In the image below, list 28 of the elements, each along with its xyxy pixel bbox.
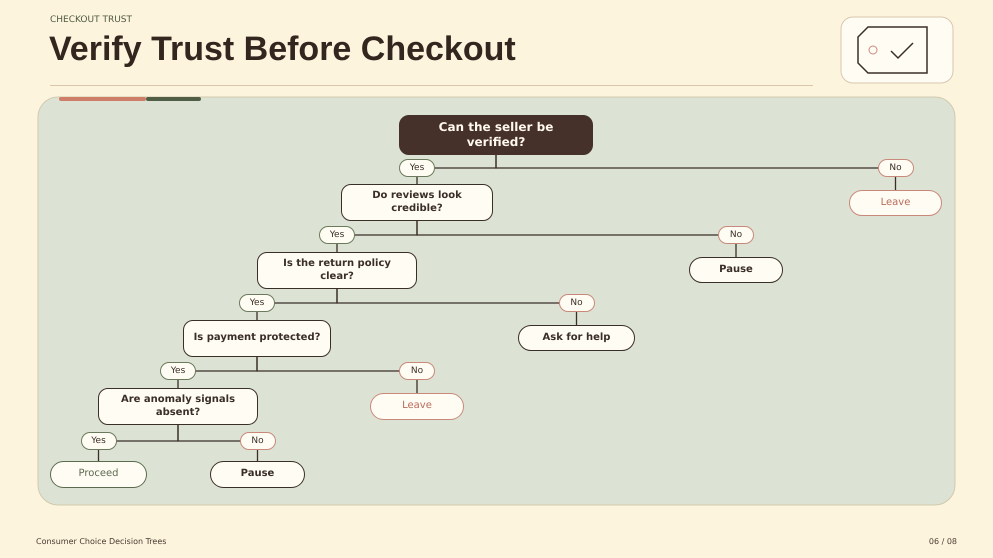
- branch-label: Yes: [239, 294, 275, 312]
- outcome-pill: Pause: [210, 461, 305, 488]
- branch-label: No: [240, 432, 276, 450]
- branch-label: Yes: [160, 362, 196, 380]
- page-number: 06 / 08: [928, 537, 957, 546]
- connector: [495, 155, 896, 190]
- outcome-pill: Pause: [689, 257, 783, 283]
- outcome-pill: Leave: [849, 190, 942, 216]
- decision-box: Is payment protected?: [183, 320, 331, 357]
- title: Verify Trust Before Checkout: [49, 30, 516, 69]
- decision-box: Can the seller be verified?: [399, 115, 593, 155]
- branch-label: Yes: [319, 226, 355, 244]
- eyebrow-label: CHECKOUT TRUST: [50, 15, 132, 25]
- branch-label: No: [558, 294, 594, 312]
- branch-label: No: [718, 226, 754, 244]
- footer-text: Consumer Choice Decision Trees: [36, 537, 166, 546]
- outcome-pill: Leave: [370, 393, 464, 420]
- decision-box: Are anomaly signals absent?: [98, 388, 258, 425]
- branch-label: Yes: [80, 432, 116, 450]
- outcome-pill: Proceed: [50, 461, 147, 488]
- decision-box: Do reviews look credible?: [341, 184, 493, 221]
- connector: [416, 221, 737, 257]
- decision-box: Is the return policy clear?: [257, 252, 417, 289]
- branch-label: Yes: [399, 159, 435, 177]
- branch-label: No: [878, 159, 914, 177]
- branch-label: No: [399, 362, 435, 380]
- connector: [336, 289, 578, 325]
- outcome-pill: Ask for help: [518, 325, 635, 351]
